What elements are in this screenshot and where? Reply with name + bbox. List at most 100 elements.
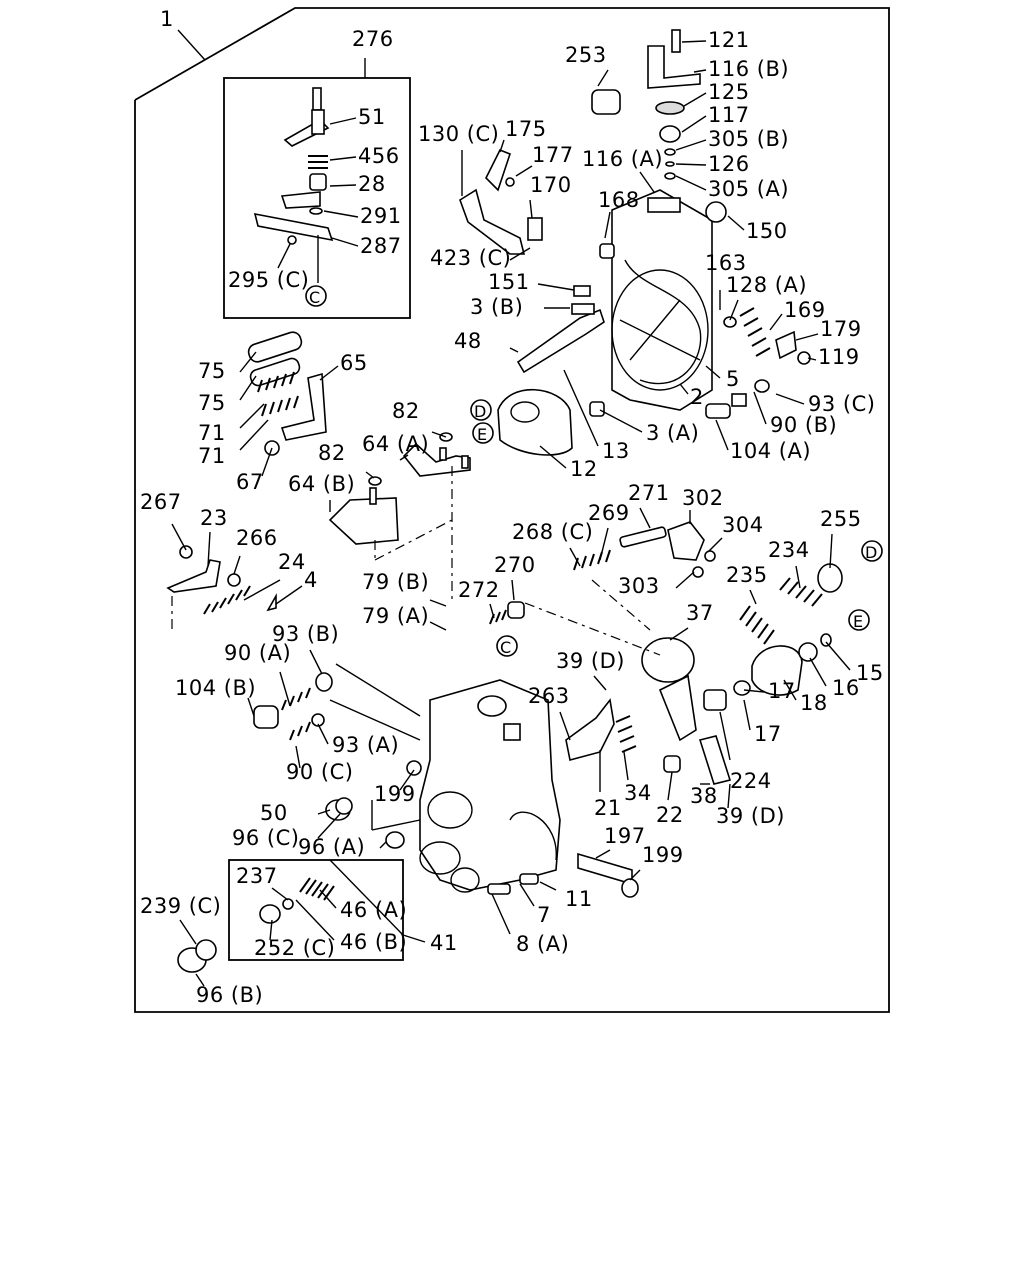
- callout-label: 18: [800, 691, 828, 715]
- leader-line: [207, 531, 211, 567]
- leader-line: [639, 171, 655, 193]
- callout-label: 90 (B): [770, 413, 837, 437]
- callout-305-a: 305 (A): [675, 175, 789, 201]
- callout-11: 11: [539, 881, 592, 911]
- callout-label: 75: [198, 391, 226, 415]
- leader-line: [539, 445, 567, 469]
- callout-252-c: 252 (C): [254, 919, 335, 960]
- callout-82: 82: [392, 399, 447, 438]
- callout-5: 5: [705, 365, 739, 391]
- callout-104-a: 104 (A): [715, 419, 811, 463]
- callout-302: 302: [682, 486, 724, 524]
- leader-line: [795, 333, 819, 341]
- left-upper-parts: [247, 331, 327, 456]
- subassembly-label: 276: [352, 27, 394, 51]
- callout-label: 234: [768, 538, 810, 562]
- callout-label: 23: [200, 506, 228, 530]
- callout-116-a: 116 (A): [582, 147, 663, 193]
- callout-label: 271: [628, 481, 670, 505]
- callout-label: 67: [236, 470, 264, 494]
- callout-label: 104 (B): [175, 676, 256, 700]
- left-linkage: [166, 545, 277, 630]
- leader-line: [539, 881, 557, 891]
- leader-line: [329, 156, 357, 161]
- callout-46-a: 46 (A): [319, 889, 407, 922]
- leader-line: [309, 649, 323, 675]
- callout-label: 17: [768, 679, 796, 703]
- callout-126: 126: [675, 152, 749, 176]
- governor-housing: [419, 679, 615, 895]
- callout-label: 71: [198, 421, 226, 445]
- callout-3-a: 3 (A): [599, 409, 699, 445]
- assembly-frame: 1: [134, 7, 890, 1013]
- callout-71: 71: [198, 419, 269, 468]
- callout-163: 163: [705, 251, 746, 310]
- leader-line: [775, 393, 805, 405]
- leader-line: [489, 603, 495, 619]
- callout-128-a: 128 (A): [726, 273, 807, 321]
- callout-label: 302: [682, 486, 724, 510]
- callout-272: 272: [458, 578, 499, 619]
- leader-line: [749, 589, 757, 605]
- callout-39-d: 39 (D): [716, 783, 784, 828]
- callout-label: 93 (C): [808, 392, 875, 416]
- leader-line: [429, 621, 447, 631]
- reference-markers: C C D D E E: [305, 285, 883, 657]
- callout-177: 177: [515, 143, 573, 177]
- leader-line: [707, 537, 723, 553]
- callout-170: 170: [529, 173, 572, 219]
- leader-line: [807, 357, 817, 361]
- leader-line: [329, 184, 357, 187]
- callout-label: 253: [565, 43, 607, 67]
- ref-e-left: E: [472, 422, 494, 444]
- callout-117: 117: [681, 103, 749, 133]
- leader-line: [399, 769, 415, 791]
- callout-90-b: 90 (B): [753, 391, 837, 437]
- svg-text:C: C: [309, 288, 321, 307]
- callout-label: 170: [530, 173, 572, 197]
- callout-label: 96 (C): [232, 826, 299, 850]
- callout-label: 28: [358, 172, 386, 196]
- callout-label: 13: [602, 439, 630, 463]
- callout-label: 269: [588, 501, 630, 525]
- callout-39-d: 39 (D): [556, 649, 624, 691]
- callout-65: 65: [319, 351, 367, 381]
- callout-116-b: 116 (B): [693, 57, 789, 81]
- callout-label: 93 (B): [272, 622, 339, 646]
- callout-label: 255: [820, 507, 862, 531]
- callout-82: 82: [318, 441, 375, 479]
- leader-line: [675, 175, 707, 191]
- callout-label: 224: [730, 769, 772, 793]
- callout-125: 125: [683, 80, 749, 107]
- callout-224: 224: [719, 711, 772, 793]
- leader-line: [705, 365, 721, 379]
- leader-line: [379, 841, 387, 849]
- callout-label: 270: [494, 553, 536, 577]
- leader-line: [753, 391, 767, 425]
- callout-label: 305 (A): [708, 177, 789, 201]
- callout-75: 75: [198, 375, 257, 415]
- leader-line: [365, 471, 375, 479]
- callout-label: 50: [260, 801, 288, 825]
- callout-label: 93 (A): [332, 733, 399, 757]
- leader-line: [825, 641, 851, 671]
- callout-37: 37: [669, 601, 713, 641]
- svg-text:E: E: [853, 612, 864, 631]
- leader-line: [431, 431, 447, 438]
- callout-label: 3 (A): [646, 421, 699, 445]
- callout-168: 168: [598, 188, 640, 239]
- leader-line: [623, 751, 629, 781]
- leader-line: [769, 313, 783, 331]
- callout-label: 8 (A): [516, 932, 569, 956]
- leader-line: [675, 571, 695, 589]
- leader-line: [295, 899, 335, 941]
- callout-255: 255: [820, 507, 862, 569]
- callout-label: 179: [820, 317, 862, 341]
- leader-line: [261, 447, 273, 477]
- leader-line: [491, 893, 511, 935]
- callout-79-b: 79 (B): [362, 570, 447, 607]
- callout-label: 168: [598, 188, 640, 212]
- callout-51: 51: [329, 105, 385, 129]
- callout-label: 235: [726, 563, 768, 587]
- leader-line: [693, 69, 707, 73]
